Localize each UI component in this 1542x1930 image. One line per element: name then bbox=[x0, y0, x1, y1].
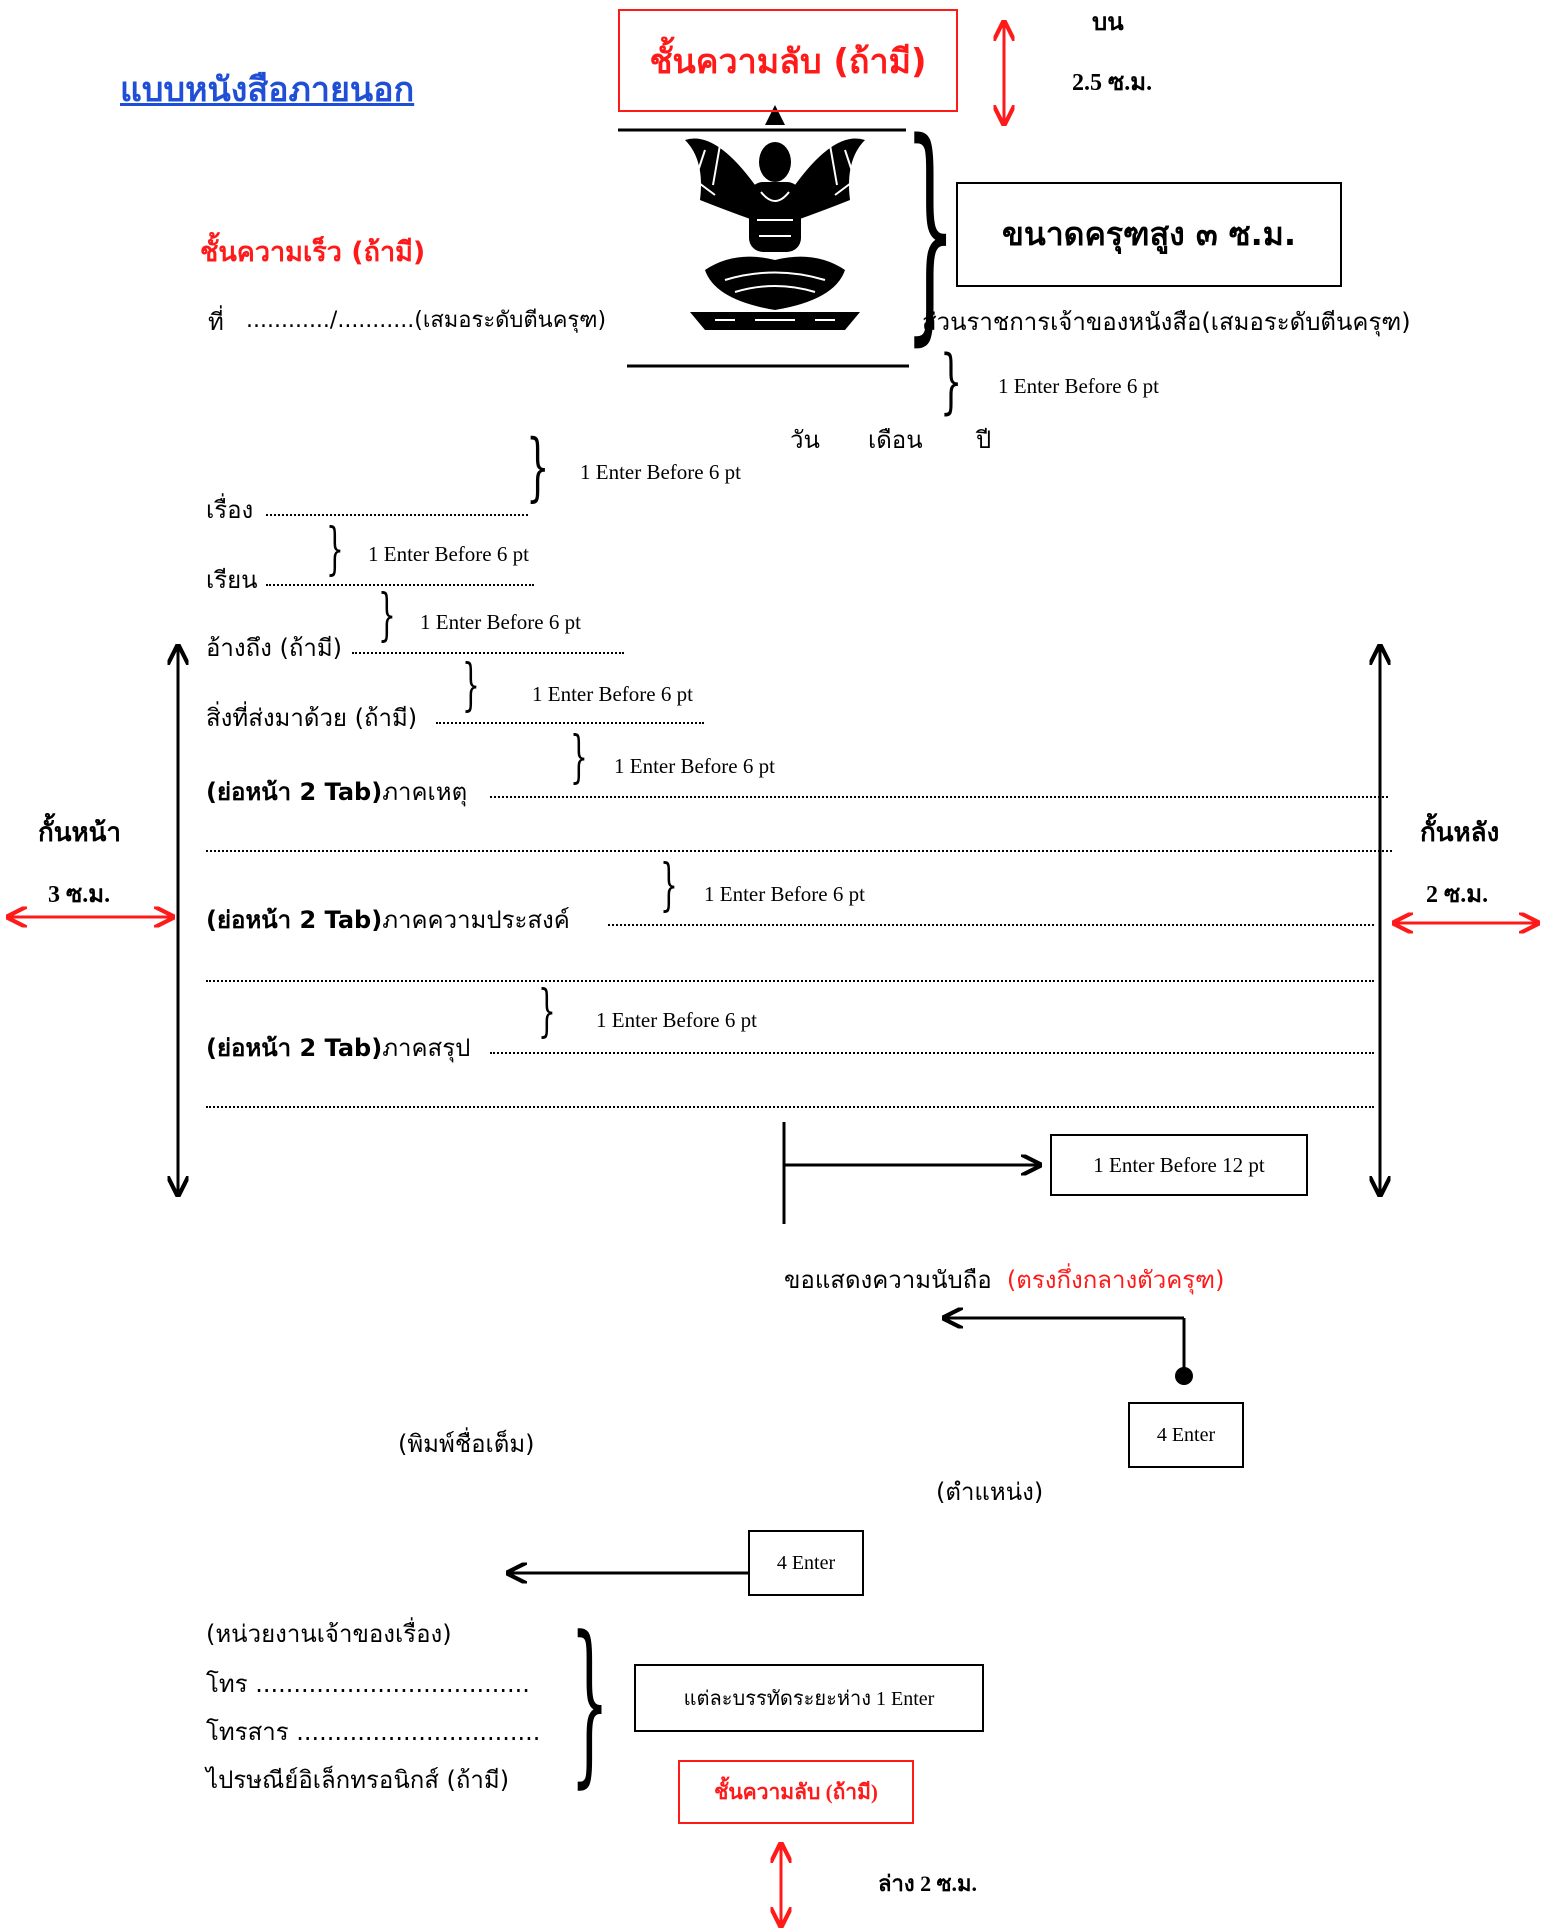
garuda-size-label: ขนาดครุฑสูง ๓ ซ.ม. bbox=[1001, 215, 1297, 253]
purpose-dotted-line-2 bbox=[206, 980, 1374, 982]
phone-label: โทร .................................... bbox=[206, 1670, 530, 1698]
date-month: เดือน bbox=[868, 426, 923, 454]
page-title: แบบหนังสือภายนอก bbox=[120, 70, 415, 110]
full-name-label: (พิมพ์ชื่อเต็ม) bbox=[398, 1430, 535, 1458]
ref-label: ที่ bbox=[208, 308, 224, 336]
bottom-margin-label: ล่าง 2 ซ.ม. bbox=[878, 1871, 978, 1896]
four-enter-box-2: 4 Enter bbox=[748, 1530, 864, 1596]
enter-12pt-box: 1 Enter Before 12 pt bbox=[1050, 1134, 1308, 1196]
purpose-brace: } bbox=[660, 853, 678, 918]
line-spacing-box: แต่ละบรรทัดระยะห่าง 1 Enter bbox=[634, 1664, 984, 1732]
to-label: เรียน bbox=[206, 566, 258, 594]
garuda-brace: } bbox=[904, 93, 957, 366]
purpose-indent: (ย่อหน้า 2 Tab) bbox=[206, 906, 383, 934]
purpose-line: (ย่อหน้า 2 Tab)ภาคความประสงค์ bbox=[206, 900, 570, 939]
conclusion-label: ภาคสรุป bbox=[382, 1034, 471, 1062]
cause-line: (ย่อหน้า 2 Tab)ภาคเหตุ bbox=[206, 772, 467, 811]
salutation-line: ขอแสดงความนับถือ (ตรงกึ่งกลางตัวครุฑ) bbox=[784, 1260, 1224, 1299]
salutation-note: (ตรงกึ่งกลางตัวครุฑ) bbox=[1006, 1266, 1225, 1294]
date-year: ปี bbox=[976, 426, 992, 454]
subject-label: เรื่อง bbox=[206, 496, 254, 524]
conclusion-brace: } bbox=[538, 979, 556, 1044]
cause-brace: } bbox=[570, 725, 588, 790]
top-margin-label: บน bbox=[1092, 10, 1124, 36]
secret-bottom-label: ชั้นความลับ (ถ้ามี) bbox=[714, 1779, 878, 1804]
subject-brace: } bbox=[526, 424, 550, 510]
subject-dotted-line bbox=[266, 514, 528, 516]
attachment-label: สิ่งที่ส่งมาด้วย (ถ้ามี) bbox=[206, 704, 418, 732]
reference-dotted-line bbox=[352, 652, 624, 654]
purpose-spacing-note: 1 Enter Before 6 pt bbox=[704, 882, 865, 906]
conclusion-dotted-line bbox=[490, 1052, 1374, 1054]
department-label: (หน่วยงานเจ้าของเรื่อง) bbox=[206, 1620, 452, 1648]
secret-bottom-box: ชั้นความลับ (ถ้ามี) bbox=[678, 1760, 914, 1824]
purpose-dotted-line bbox=[608, 924, 1374, 926]
conclusion-spacing-note: 1 Enter Before 6 pt bbox=[596, 1008, 757, 1032]
garuda-emblem bbox=[685, 105, 865, 330]
attachment-dotted-line bbox=[436, 722, 704, 724]
position-label: (ตำแหน่ง) bbox=[936, 1478, 1044, 1506]
to-spacing-note: 1 Enter Before 6 pt bbox=[368, 542, 529, 566]
to-dotted-line bbox=[266, 584, 534, 586]
line-spacing-label: แต่ละบรรทัดระยะห่าง 1 Enter bbox=[683, 1688, 935, 1710]
reference-label: อ้างถึง (ถ้ามี) bbox=[206, 634, 343, 662]
left-margin-label: กั้นหน้า bbox=[38, 818, 122, 847]
cause-indent: (ย่อหน้า 2 Tab) bbox=[206, 778, 383, 806]
right-margin-label: กั้นหลัง bbox=[1420, 818, 1500, 847]
to-brace: } bbox=[326, 517, 344, 582]
four-enter-box-1: 4 Enter bbox=[1128, 1402, 1244, 1468]
garuda-size-box: ขนาดครุฑสูง ๓ ซ.ม. bbox=[956, 182, 1342, 287]
ref-value: ............/...........(เสมอระดับตีนครุ… bbox=[246, 308, 607, 333]
date-day: วัน bbox=[790, 426, 820, 454]
secret-top-label: ชั้นความลับ (ถ้ามี) bbox=[649, 41, 927, 82]
footer-brace: } bbox=[570, 1599, 610, 1804]
cause-spacing-note: 1 Enter Before 6 pt bbox=[614, 754, 775, 778]
date-brace: } bbox=[940, 340, 963, 422]
salutation-pointer-dot bbox=[1175, 1367, 1193, 1385]
purpose-label: ภาคความประสงค์ bbox=[382, 906, 570, 934]
email-label: ไปรษณีย์อิเล็กทรอนิกส์ (ถ้ามี) bbox=[206, 1766, 510, 1794]
four-enter-label-2: 4 Enter bbox=[776, 1551, 836, 1574]
subject-spacing-note: 1 Enter Before 6 pt bbox=[580, 460, 741, 484]
salutation-text: ขอแสดงความนับถือ bbox=[784, 1266, 992, 1294]
cause-dotted-line-2 bbox=[206, 850, 1392, 852]
agency-label: ส่วนราชการเจ้าของหนังสือ(เสมอระดับตีนครุ… bbox=[922, 308, 1411, 336]
urgency-label: ชั้นความเร็ว (ถ้ามี) bbox=[200, 237, 426, 268]
secret-top-box: ชั้นความลับ (ถ้ามี) bbox=[618, 9, 958, 112]
cause-label: ภาคเหตุ bbox=[382, 778, 468, 806]
conclusion-line: (ย่อหน้า 2 Tab)ภาคสรุป bbox=[206, 1028, 470, 1067]
attachment-brace: } bbox=[462, 653, 480, 718]
four-enter-label-1: 4 Enter bbox=[1156, 1423, 1216, 1446]
right-margin-value: 2 ซ.ม. bbox=[1426, 882, 1489, 908]
fax-label: โทรสาร ................................ bbox=[206, 1718, 541, 1746]
date-spacing-note: 1 Enter Before 6 pt bbox=[998, 374, 1159, 398]
enter-12pt-label: 1 Enter Before 12 pt bbox=[1093, 1152, 1265, 1177]
left-margin-value: 3 ซ.ม. bbox=[48, 882, 111, 908]
top-margin-value: 2.5 ซ.ม. bbox=[1072, 70, 1153, 96]
conclusion-indent: (ย่อหน้า 2 Tab) bbox=[206, 1034, 383, 1062]
cause-dotted-line bbox=[490, 796, 1388, 798]
conclusion-dotted-line-2 bbox=[206, 1106, 1374, 1108]
reference-spacing-note: 1 Enter Before 6 pt bbox=[420, 610, 581, 634]
reference-brace: } bbox=[378, 583, 396, 648]
attachment-spacing-note: 1 Enter Before 6 pt bbox=[532, 682, 693, 706]
